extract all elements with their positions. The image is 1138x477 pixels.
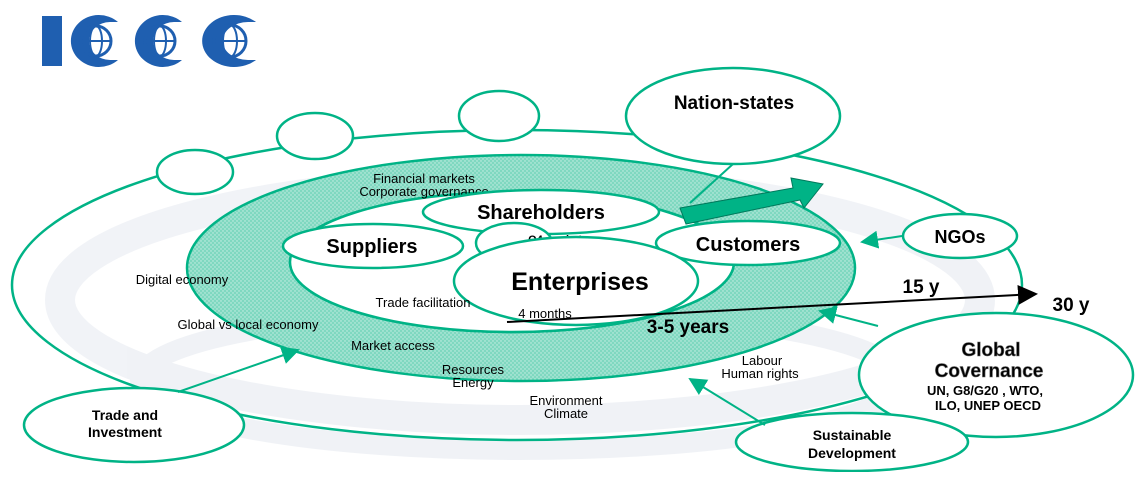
- nation-states-ellipse: [624, 66, 842, 166]
- trade-facilitation-label: Trade facilitation: [376, 295, 471, 310]
- global-governance-title2: Covernance: [935, 361, 1044, 382]
- market-access-label: Market access: [351, 338, 435, 353]
- time-arrow: [506, 284, 1038, 323]
- nation-states-connector: [689, 163, 734, 204]
- resources-label: Resources: [442, 362, 505, 377]
- global-governance-ellipse: [857, 311, 1135, 439]
- small-ellipse-3: [155, 148, 235, 196]
- four-months-label: 4 months: [518, 306, 572, 321]
- global-governance-line1: UN, G8/G20 , WTO,: [927, 383, 1043, 398]
- environment-label: Environment: [530, 393, 603, 408]
- sustainable-line1: Sustainable: [813, 427, 892, 443]
- global-local-label: Global vs local economy: [178, 317, 319, 332]
- enterprises-label: Enterprises: [511, 268, 649, 296]
- ngos-arrow: [860, 230, 903, 249]
- customers-ellipse: [654, 219, 842, 267]
- energy-label: Energy: [452, 375, 494, 390]
- sustainable-arrow: [688, 377, 766, 426]
- suppliers-ellipse: [281, 222, 465, 270]
- global-governance-line2: ILO, UNEP OECD: [935, 398, 1041, 413]
- customers-label: Customers: [696, 234, 800, 256]
- ngos-ellipse: [901, 212, 1019, 260]
- human-rights-label: Human rights: [721, 366, 799, 381]
- sustainable-line2: Development: [808, 445, 896, 461]
- suppliers-label: Suppliers: [326, 236, 417, 258]
- three-five-years-label: 3-5 years: [647, 317, 729, 338]
- shareholders-label: Shareholders: [477, 202, 605, 224]
- thirty-y-label: 30 y: [1053, 295, 1090, 316]
- small-ellipse-2: [275, 111, 355, 161]
- labour-label: Labour: [742, 353, 783, 368]
- trade-investment-arrow: [177, 346, 300, 393]
- trade-investment-ellipse: [22, 386, 246, 464]
- small-ellipse-1: [457, 89, 541, 143]
- ngos-label: NGOs: [934, 227, 985, 247]
- trade-investment-line1: Trade and: [92, 407, 158, 423]
- governance-arrow-upper: [818, 306, 879, 327]
- icc-logo: [42, 15, 256, 67]
- climate-label: Climate: [544, 406, 588, 421]
- trade-investment-line2: Investment: [88, 424, 162, 440]
- financial-markets-label: Financial markets: [373, 171, 475, 186]
- digital-economy-label: Digital economy: [136, 272, 229, 287]
- global-governance-title1: Global: [961, 340, 1020, 361]
- growth-arrow: [679, 177, 824, 225]
- enterprises-ellipse: [452, 235, 700, 327]
- fifteen-y-label: 15 y: [903, 277, 940, 298]
- nation-states-label: Nation-states: [674, 93, 794, 114]
- sustainable-development-ellipse: [734, 411, 970, 473]
- corporate-governance-label: Corporate governance: [359, 184, 488, 199]
